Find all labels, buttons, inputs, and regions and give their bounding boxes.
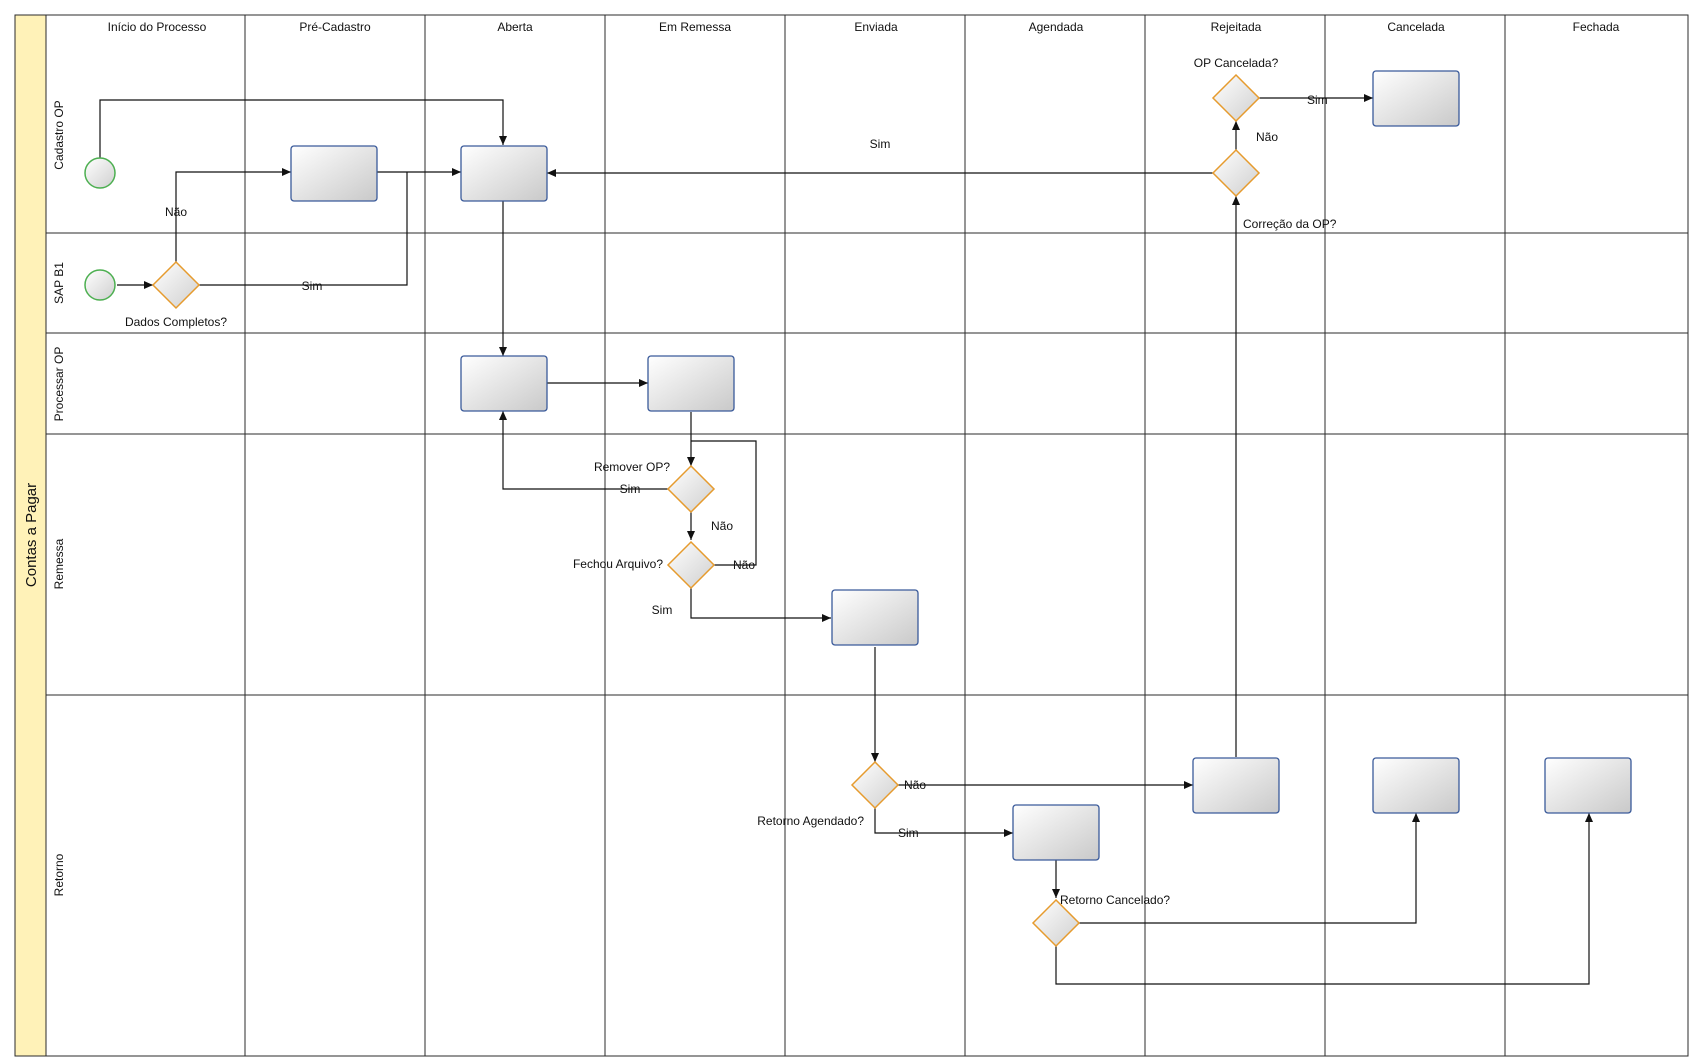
gateway-retorno-cancelado	[1031, 898, 1081, 948]
gateway-label: Correção da OP?	[1243, 217, 1337, 231]
gateway-label: Retorno Agendado?	[757, 814, 864, 828]
column-header: Início do Processo	[108, 20, 207, 34]
edge-label: Sim	[898, 826, 919, 840]
edge-label: Sim	[870, 137, 891, 151]
gateway-label: Fechou Arquivo?	[573, 557, 663, 571]
gateway-op-cancelada	[1211, 73, 1261, 123]
task-enviada	[831, 589, 919, 646]
lane-label: SAP B1	[52, 262, 66, 304]
gateways	[151, 73, 1261, 948]
edge-label: Sim	[652, 603, 673, 617]
gateway-retorno-agendado	[850, 760, 900, 810]
edge-label: Sim	[620, 482, 641, 496]
gateway-labels: Dados Completos? OP Cancelada? Correção …	[125, 56, 1337, 907]
edge-label: Não	[1256, 130, 1278, 144]
edge-labels: Não Sim Sim Não Sim Sim Não Não Sim Não …	[165, 93, 1328, 840]
edge-label: Não	[733, 558, 755, 572]
pool-frame	[14, 14, 1689, 1057]
column-headers: Início do Processo Pré-Cadastro Aberta E…	[108, 20, 1620, 34]
column-dividers	[244, 15, 1506, 1056]
column-header: Rejeitada	[1211, 20, 1262, 34]
start-event-cadastro	[84, 157, 116, 189]
lane-label: Remessa	[52, 538, 66, 589]
column-header: Pré-Cadastro	[299, 20, 371, 34]
start-event-sap	[84, 269, 116, 301]
task-pre-cadastro	[290, 145, 378, 202]
column-header: Cancelada	[1387, 20, 1445, 34]
task-rejeitada	[1192, 757, 1280, 814]
gateway-remover-op	[666, 464, 716, 514]
gateway-label: Retorno Cancelado?	[1060, 893, 1170, 907]
task-em-remessa	[647, 355, 735, 412]
gateway-correcao-op	[1211, 148, 1261, 198]
gateway-fechou-arquivo	[666, 540, 716, 590]
lane-label: Retorno	[52, 853, 66, 896]
task-aberta	[460, 145, 548, 202]
task-cancelada-retorno	[1372, 757, 1460, 814]
lane-dividers	[46, 232, 1688, 696]
task-agendada	[1012, 804, 1100, 861]
edge-label: Não	[904, 778, 926, 792]
gateway-label: Dados Completos?	[125, 315, 227, 329]
edge-label: Não	[165, 205, 187, 219]
edge-label: Sim	[302, 279, 323, 293]
edge-label: Sim	[1307, 93, 1328, 107]
task-fechada	[1544, 757, 1632, 814]
gateway-label: OP Cancelada?	[1194, 56, 1279, 70]
tasks	[290, 70, 1632, 861]
column-header: Agendada	[1029, 20, 1084, 34]
task-processar-op	[460, 355, 548, 412]
lane-label: Cadastro OP	[52, 100, 66, 169]
gateway-label: Remover OP?	[594, 460, 670, 474]
edge-label: Não	[711, 519, 733, 533]
column-header: Aberta	[497, 20, 533, 34]
lane-labels: Cadastro OP SAP B1 Processar OP Remessa …	[52, 100, 66, 896]
column-header: Fechada	[1573, 20, 1620, 34]
flow-edges	[99, 94, 1593, 985]
gateway-dados-completos	[151, 260, 201, 310]
lane-label: Processar OP	[52, 347, 66, 422]
column-header: Em Remessa	[659, 20, 731, 34]
column-header: Enviada	[854, 20, 898, 34]
task-cancelada-op	[1372, 70, 1460, 127]
pool-label: Contas a Pagar	[23, 483, 40, 587]
pool-header	[14, 14, 47, 1057]
